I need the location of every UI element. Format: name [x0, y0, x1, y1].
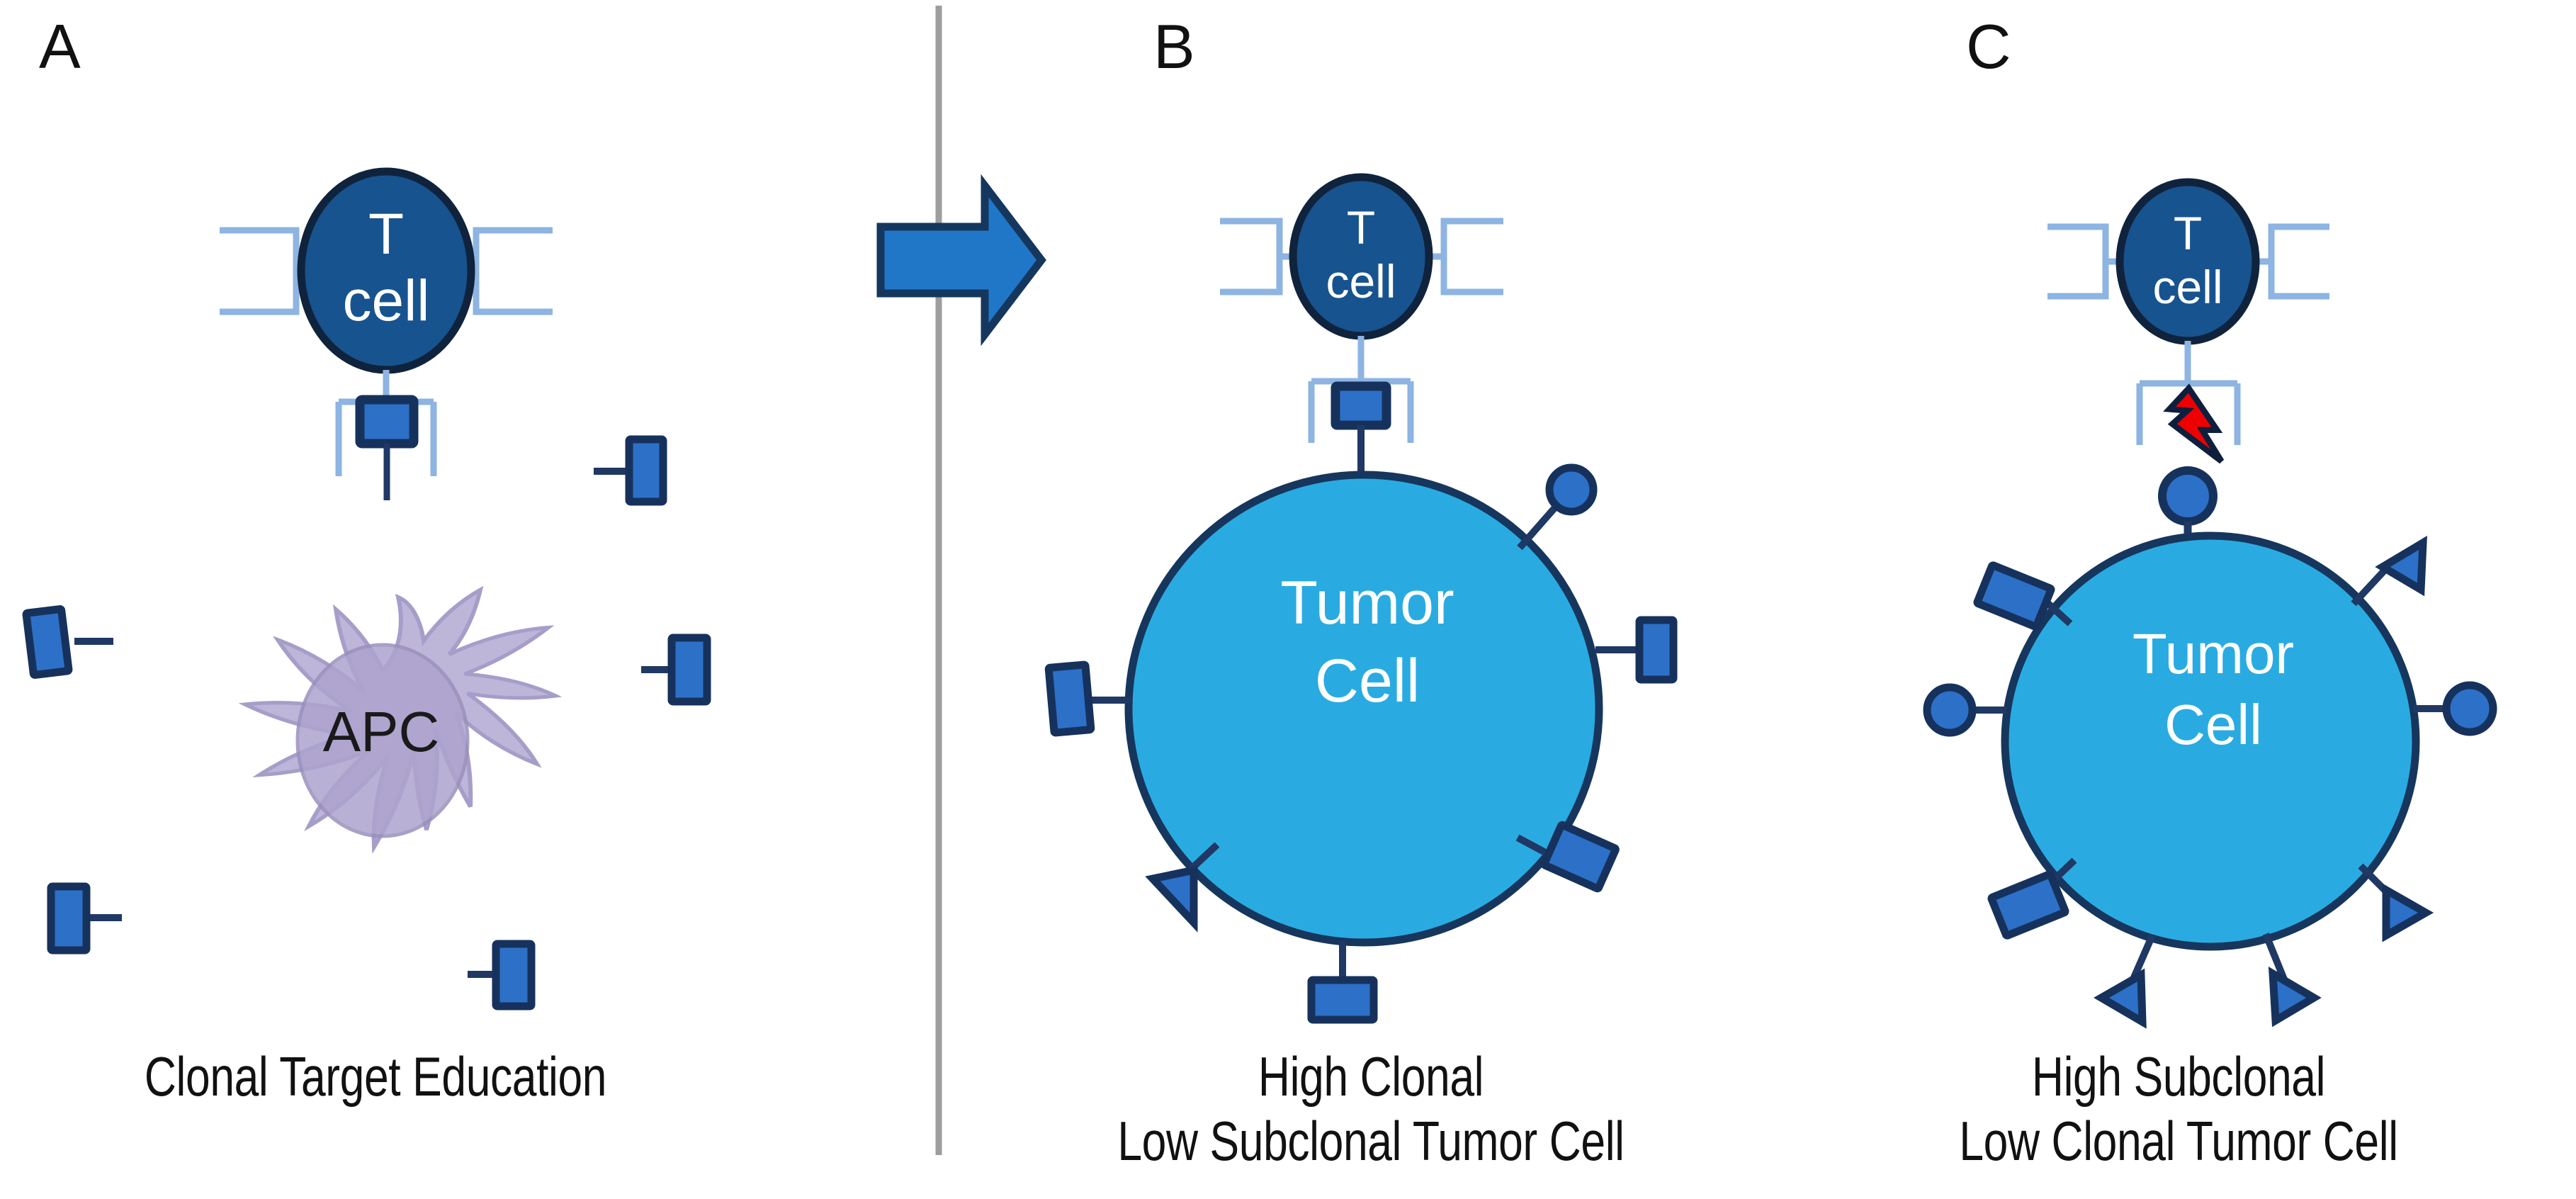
caption-panel-c: High Subclonal Low Clonal Tumor Cell [1959, 1045, 2398, 1173]
t-cell-c-line1: T [2174, 207, 2202, 259]
t-cell-a-line2: cell [342, 269, 429, 333]
tumor-cell-c-line2: Cell [2164, 693, 2262, 756]
t-cell-b-line2: cell [1326, 255, 1396, 308]
panel-c-group: T cell Tumor Cell [1923, 178, 2497, 1029]
tumor-b-antigen-circle-upper-right [1517, 463, 1598, 551]
bound-antigen-b-rectangle [1331, 381, 1391, 430]
panel-b-group: T cell Tumor Cell [1044, 173, 1678, 1024]
tumor-c-antigen-rect-lower-left [1987, 857, 2077, 940]
tumor-cell-c-line1: Tumor [2132, 622, 2294, 685]
t-cell-c-line2: cell [2152, 261, 2222, 313]
apc-antigen-upper-right [594, 435, 667, 506]
tumor-c-antigen-triangle-bottom-right [2262, 933, 2322, 1028]
bound-antigen-a-rectangle [355, 395, 419, 449]
tumor-cell-b [1124, 471, 1603, 947]
panel-letter-a: A [39, 11, 81, 81]
tumor-c-antigen-triangle-upper-right [2351, 536, 2427, 607]
apc-antigen-left [22, 605, 113, 679]
apc-antigen-lower-left [47, 882, 122, 955]
caption-panel-b: High Clonal Low Subclonal Tumor Cell [1117, 1045, 1625, 1173]
tumor-b-antigen-rect-bottom [1307, 941, 1378, 1024]
bound-antigen-c-circle [2158, 466, 2218, 526]
t-cell-a-line1: T [368, 202, 404, 266]
tumor-b-antigen-rect-right [1595, 616, 1678, 684]
tumor-c-antigen-circle-left [1923, 683, 2006, 737]
panel-a-group: T cell APC [22, 167, 711, 1011]
lightning-bolt-icon [2163, 383, 2225, 464]
tumor-b-antigen-triangle-lower-left [1145, 842, 1220, 933]
tcr-binding-bracket-b [1308, 378, 1414, 443]
t-cell-b-line1: T [1347, 201, 1375, 254]
apc-label: APC [323, 700, 440, 763]
tumor-c-antigen-rect-upper-left [1973, 561, 2073, 631]
tumor-c-antigen-triangle-lower-right [2358, 863, 2434, 942]
panel-letter-c: C [1966, 11, 2011, 81]
tumor-cell-c [2001, 531, 2420, 951]
tumor-c-antigen-circle-right [2413, 681, 2497, 736]
apc-antigen-right [641, 634, 711, 706]
tcr-binding-bracket-c [2136, 380, 2241, 445]
right-arrow-icon [876, 174, 1046, 347]
tumor-c-antigen-triangle-bottom-left [2094, 933, 2156, 1029]
panel-letter-b: B [1153, 11, 1195, 81]
caption-panel-a: Clonal Target Education [144, 1045, 607, 1108]
tumor-b-antigen-rect-lower-right [1515, 821, 1620, 893]
apc-cell [245, 590, 555, 847]
apc-antigen-bottom [468, 940, 536, 1011]
tumor-b-antigen-rect-left [1044, 660, 1131, 737]
tumor-cell-b-line2: Cell [1315, 647, 1420, 715]
tumor-cell-b-line1: Tumor [1280, 569, 1454, 637]
